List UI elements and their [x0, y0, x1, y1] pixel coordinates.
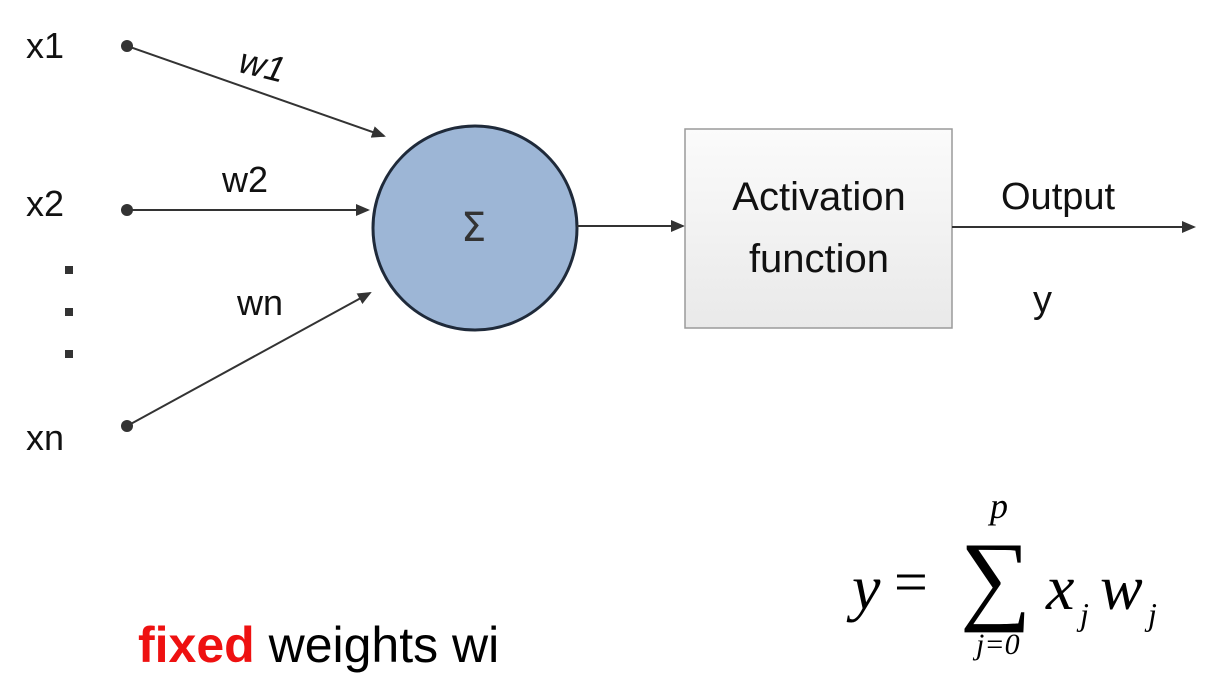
output-symbol: y — [1033, 279, 1052, 321]
summation-neuron — [371, 124, 579, 332]
formula-lhs: y — [852, 552, 881, 623]
formula-upper-limit: p — [990, 486, 1008, 526]
input-label-x1: x1 — [26, 25, 65, 66]
activation-label-line2: function — [748, 237, 890, 281]
activation-label: Activation function — [685, 166, 953, 290]
input-label-xn: xn — [26, 417, 65, 458]
edge-x1-to-neuron — [126, 45, 386, 138]
formula-x-subscript: j — [1080, 596, 1089, 632]
ellipsis-dot — [65, 266, 73, 274]
input-label-x2: x2 — [26, 183, 65, 224]
activation-box — [684, 128, 953, 329]
sigma-symbol: Σ — [461, 205, 487, 251]
formula-w: w — [1100, 552, 1143, 623]
weight-label-w1: w1 — [235, 39, 290, 91]
formula-w-subscript: j — [1148, 596, 1157, 632]
formula-equals: = — [894, 549, 928, 615]
output-label: Output — [1001, 176, 1116, 218]
caption-rest: weights wi — [254, 617, 500, 673]
activation-label-line1: Activation — [732, 175, 906, 219]
weight-label-w2: w2 — [222, 159, 269, 200]
weight-label-wn: wn — [237, 282, 284, 323]
ellipsis-dot — [65, 308, 73, 316]
formula-sum-symbol: ∑ — [960, 522, 1032, 633]
caption: fixed weights wi — [138, 620, 499, 670]
caption-highlight: fixed — [138, 617, 255, 673]
ellipsis-dot — [65, 350, 73, 358]
formula-x: x — [1046, 552, 1075, 623]
formula-lower-limit: j=0 — [976, 628, 1020, 661]
edge-xn-to-neuron — [126, 292, 372, 427]
